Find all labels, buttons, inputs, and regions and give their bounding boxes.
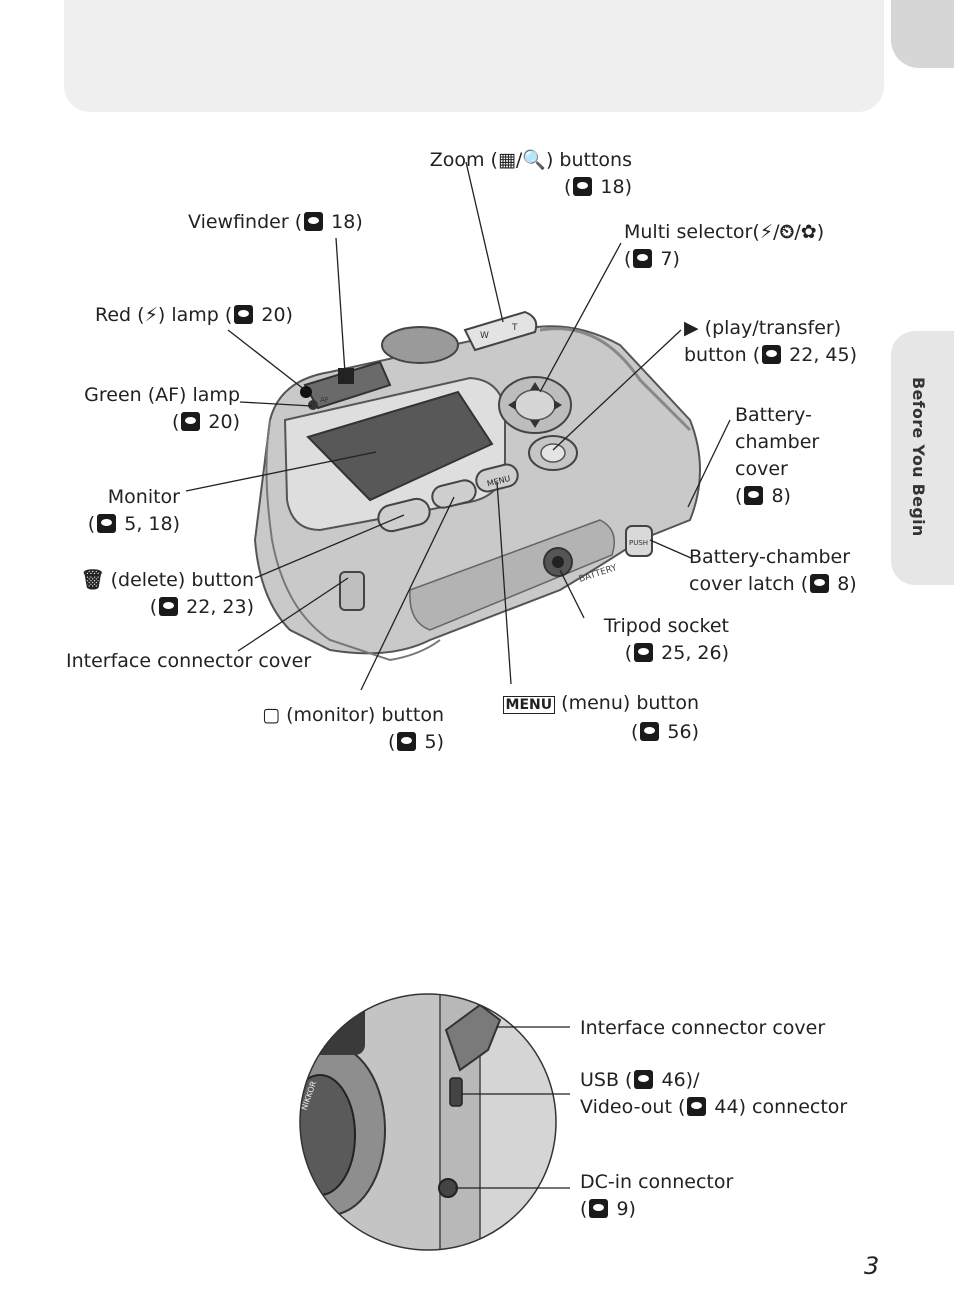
label-play-transfer: ▶ (play/transfer) button ( 22, 45) [684, 317, 858, 366]
menu-icon: MENU [502, 696, 556, 714]
dc-in-port-shape [438, 1178, 458, 1198]
camera-back-view: W T AF MENU BATTERY PUSH [253, 310, 701, 662]
mode-dial [381, 326, 459, 364]
label-side-interface-cover: Interface connector cover [580, 1017, 826, 1039]
label-menu-button: MENU (menu) button ( 56) [470, 690, 699, 746]
label-monitor-button: ▢ (monitor) button ( 5) [262, 704, 444, 753]
page-reference-icon [762, 345, 782, 364]
play-icon: ▶ [684, 317, 699, 339]
header-box [64, 0, 884, 112]
chapter-tab-top [891, 0, 954, 68]
label-multi-selector: Multi selector(⚡/⏲/✿) ( 7) [624, 221, 825, 270]
label-monitor: Monitor ( 5, 18) [87, 486, 180, 535]
monitor-icon: ▢ [262, 704, 281, 726]
macro-icon: ✿ [800, 221, 817, 243]
page-reference-icon [634, 643, 654, 662]
green-lamp [308, 400, 318, 410]
page-reference-icon [640, 722, 660, 741]
page-reference-icon [573, 177, 593, 196]
page-reference-icon [744, 486, 764, 505]
page-reference-icon [234, 305, 254, 324]
side-interface-cover [444, 1003, 502, 1072]
page-reference-icon [97, 514, 117, 533]
wide-icon: ▦ [497, 149, 516, 171]
side-callout-lines [455, 1026, 570, 1189]
chapter-tab-label: Before You Begin [909, 377, 928, 537]
page-number: 3 [864, 1252, 880, 1280]
tele-icon: 🔍 [522, 149, 546, 171]
camera-side-view: NIKKOR [300, 994, 556, 1250]
chapter-tab[interactable]: Before You Begin [891, 331, 954, 585]
label-viewfinder: Viewfinder ( 18) [188, 211, 363, 233]
label-red-lamp: Red (⚡) lamp ( 20) [95, 304, 293, 326]
label-dc-in: DC-in connector ( 9) [580, 1171, 734, 1220]
label-interface-cover: Interface connector cover [66, 650, 312, 672]
push-mark: PUSH [629, 539, 648, 547]
usb-port-shape [449, 1077, 463, 1107]
label-tripod-socket: Tripod socket ( 25, 26) [603, 615, 729, 664]
bottom-plate [409, 519, 615, 631]
trash-icon: 🗑 [80, 569, 105, 591]
page-reference-icon [159, 597, 179, 616]
page-reference-icon [589, 1199, 609, 1218]
label-delete-button: 🗑 (delete) button ( 22, 23) [80, 569, 254, 618]
label-battery-cover: Battery- chamber cover ( 8) [735, 404, 820, 507]
interface-cover-shape [339, 571, 365, 611]
monitor-screen [306, 390, 494, 502]
page-reference-icon [181, 412, 201, 431]
flash-icon: ⚡ [144, 304, 158, 326]
monitor-button-shape [431, 479, 477, 509]
self-timer-icon: ⏲ [779, 221, 795, 243]
zoom-rocker [463, 310, 538, 352]
zoom-t-mark: T [511, 323, 518, 333]
page-reference-icon [810, 574, 830, 593]
label-battery-latch: Battery-chamber cover latch ( 8) [689, 546, 857, 595]
callout-lines [185, 161, 731, 691]
menu-button-shape [475, 463, 519, 493]
af-mark: AF [320, 396, 329, 404]
page-reference-icon [397, 732, 417, 751]
page-reference-icon [633, 249, 653, 268]
page-reference-icon [304, 212, 324, 231]
label-zoom: Zoom (▦/🔍) buttons ( 18) [429, 149, 632, 198]
label-green-lamp: Green (AF) lamp ( 20) [84, 384, 240, 433]
flash-icon: ⚡ [759, 221, 774, 243]
zoom-w-mark: W [480, 331, 489, 341]
page-reference-icon [687, 1097, 707, 1116]
page-reference-icon [634, 1070, 654, 1089]
label-usb-video-out: USB ( 46)/ Video-out ( 44) connector [580, 1069, 848, 1118]
